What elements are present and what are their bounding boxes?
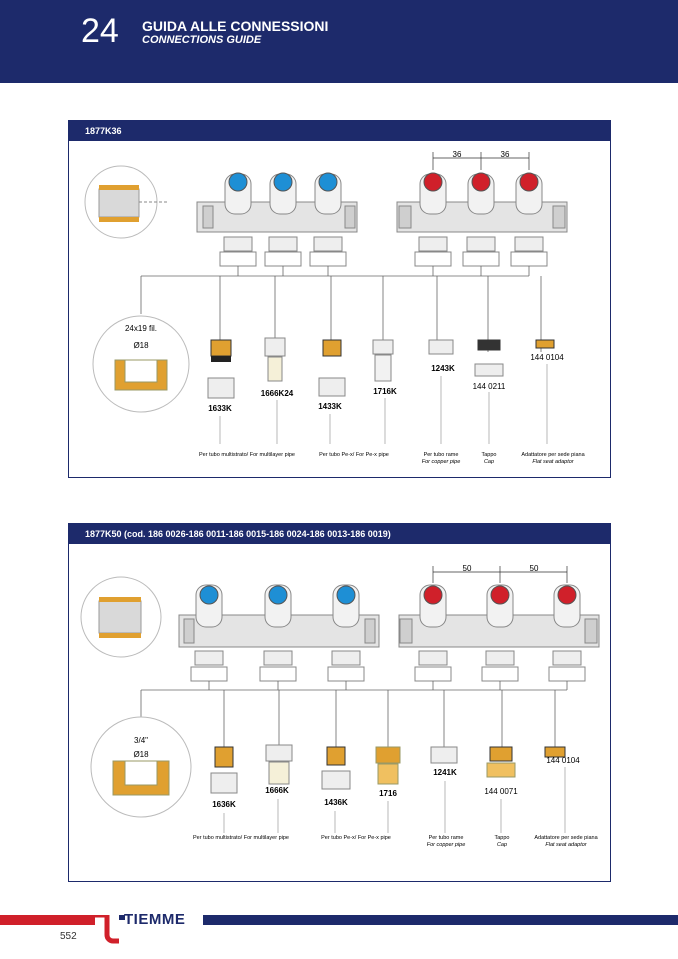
brand-logo: TIEMME xyxy=(124,911,186,928)
fitting-item: 1241K xyxy=(430,746,458,777)
thread-section-circle: 24x19 fil. Ø18 xyxy=(92,315,190,413)
caption: Cap xyxy=(497,842,507,848)
connections-diagram-2: 50 50 3/4" Ø18 1636K xyxy=(80,564,600,848)
fitting-item: 1716 xyxy=(375,746,401,798)
chapter-number: 24 xyxy=(81,12,119,50)
fitting-code: 144 0211 xyxy=(473,382,506,391)
caption: Per tubo multistrato/ For multilayer pip… xyxy=(193,835,289,841)
caption: Flat seat adaptor xyxy=(545,842,587,848)
thread-detail-circle xyxy=(80,576,162,658)
fitting-item: 144 0071 xyxy=(484,746,518,796)
page-title: GUIDA ALLE CONNESSIONI xyxy=(142,18,329,34)
fitting-code: 144 0104 xyxy=(546,756,580,765)
spacing-dimensions: 50 50 xyxy=(432,564,568,583)
caption-leaders xyxy=(219,364,548,444)
panel-1877k50: 1877K50 (cod. 186 0026-186 0011-186 0015… xyxy=(68,523,611,882)
panel-title: 1877K36 xyxy=(69,121,610,141)
caption: For copper pipe xyxy=(427,842,466,848)
fitting-code: 1633K xyxy=(208,404,232,413)
fitting-code: 1716K xyxy=(373,387,397,396)
fitting-item: 1243K xyxy=(428,339,455,373)
diameter-label: Ø18 xyxy=(133,341,149,350)
fitting-item: 1436K xyxy=(321,746,351,807)
page-number: 552 xyxy=(60,931,77,942)
caption-leaders xyxy=(223,767,566,833)
fitting-code: 1716 xyxy=(379,789,397,798)
footer-bar-hook xyxy=(85,915,125,944)
caption: For copper pipe xyxy=(422,459,461,465)
manifold-blue xyxy=(196,172,358,267)
caption: Flat seat adaptor xyxy=(532,459,574,465)
caption: Per tubo multistrato/ For multilayer pip… xyxy=(199,452,295,458)
manifold-blue xyxy=(178,584,380,682)
fitting-item: 1636K xyxy=(210,746,238,809)
connection-lines xyxy=(140,681,568,750)
manifold-red xyxy=(396,172,568,267)
caption: Per tubo Pe-x/ For Pe-x pipe xyxy=(319,452,389,458)
panel-1877k36: 1877K36 xyxy=(68,120,611,478)
caption: Adattatore per sede piana xyxy=(521,452,585,458)
page-subtitle: CONNECTIONS GUIDE xyxy=(142,34,262,46)
fitting-code: 1436K xyxy=(324,798,348,807)
fitting-code: 1666K24 xyxy=(261,389,294,398)
spacing-label: 50 xyxy=(530,564,539,573)
fitting-item: 1433K xyxy=(318,339,346,411)
fitting-item: 144 0104 xyxy=(544,746,580,765)
spacing-dimensions: 36 36 xyxy=(432,150,530,170)
page-header: 24 GUIDA ALLE CONNESSIONI CONNECTIONS GU… xyxy=(0,0,678,83)
caption: Cap xyxy=(484,459,494,465)
caption: Adattatore per sede piana xyxy=(534,835,598,841)
footer-red-bar xyxy=(0,915,95,925)
fitting-code: 1241K xyxy=(433,768,457,777)
panel-title: 1877K50 (cod. 186 0026-186 0011-186 0015… xyxy=(69,524,610,544)
connections-diagram-1: 36 36 24x19 fil. Ø18 xyxy=(84,150,586,465)
fitting-code: 1666K xyxy=(265,786,289,795)
footer-blue-bar xyxy=(203,915,678,925)
fitting-item: 1666K24 xyxy=(261,337,294,398)
diameter-label: Ø18 xyxy=(133,750,149,759)
caption: Per tubo rame xyxy=(429,835,464,841)
fitting-code: 1433K xyxy=(318,402,342,411)
thread-label: 24x19 fil. xyxy=(125,324,157,333)
fitting-item: 1633K xyxy=(207,339,235,413)
caption: Tappo xyxy=(495,835,510,841)
fitting-item: 144 0211 xyxy=(473,339,506,391)
thread-section-circle: 3/4" Ø18 xyxy=(90,716,192,818)
spacing-label: 50 xyxy=(463,564,472,573)
spacing-label: 36 xyxy=(501,150,510,159)
fitting-item: 1666K xyxy=(265,744,293,795)
connection-lines xyxy=(140,266,542,352)
caption: Per tubo Pe-x/ For Pe-x pipe xyxy=(321,835,391,841)
fitting-code: 1243K xyxy=(431,364,455,373)
fitting-code: 144 0071 xyxy=(484,787,518,796)
thread-label: 3/4" xyxy=(134,736,148,745)
thread-detail-circle xyxy=(84,165,169,239)
fitting-item: 1716K xyxy=(372,339,397,396)
caption: Per tubo rame xyxy=(424,452,459,458)
manifold-red xyxy=(398,584,600,682)
spacing-label: 36 xyxy=(453,150,462,159)
fitting-code: 1636K xyxy=(212,800,236,809)
fitting-code: 144 0104 xyxy=(530,353,564,362)
caption: Tappo xyxy=(482,452,497,458)
fitting-item: 144 0104 xyxy=(530,339,564,362)
